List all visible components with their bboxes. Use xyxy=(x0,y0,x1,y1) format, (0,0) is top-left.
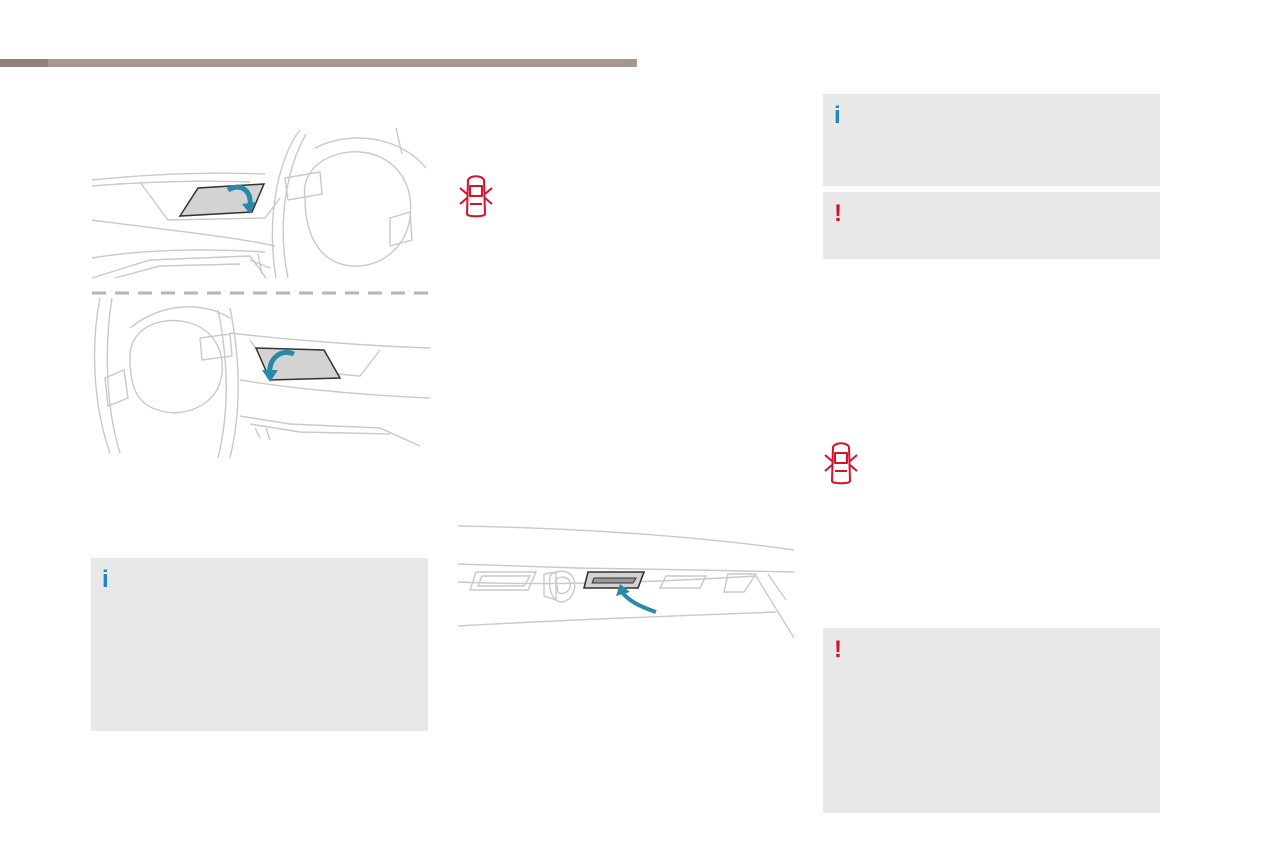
section-header-bar xyxy=(0,59,637,67)
warning-notice-box-top: ! xyxy=(823,192,1160,259)
interior-door-handles-illustration xyxy=(91,128,431,458)
section-header-cap xyxy=(0,59,48,67)
info-icon: i xyxy=(834,102,841,129)
warning-icon: ! xyxy=(834,200,842,227)
door-open-warning-icon-right xyxy=(824,442,858,485)
warning-icon: ! xyxy=(834,636,842,663)
warning-notice-box-bottom: ! xyxy=(823,628,1160,813)
info-notice-box: i xyxy=(91,558,428,731)
info-notice-box-top: i xyxy=(823,94,1160,186)
info-icon: i xyxy=(102,566,109,593)
tailgate-release-illustration xyxy=(457,525,795,639)
door-open-warning-icon xyxy=(459,175,493,218)
